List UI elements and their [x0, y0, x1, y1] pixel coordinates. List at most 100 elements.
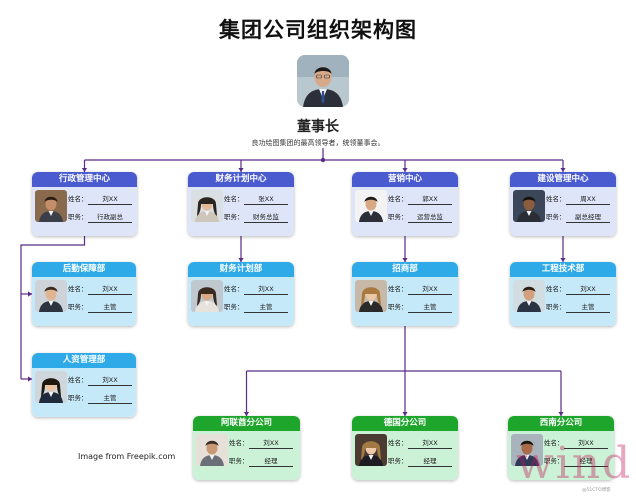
name-label: 姓名：	[388, 439, 408, 447]
role-label: 职务：	[388, 213, 408, 221]
arrow-head	[402, 258, 408, 262]
arrow-head	[560, 258, 566, 262]
name-label: 姓名：	[224, 195, 244, 203]
chart-title: 集团公司组织架构图	[219, 18, 417, 42]
person-name: 刘XX	[566, 283, 610, 295]
dept-title: 工程技术部	[510, 262, 616, 277]
dept-title: 营销中心	[352, 172, 458, 187]
chairman-title: 董事长	[297, 119, 339, 135]
role-label: 职务：	[68, 213, 88, 221]
dept-card-southwest: 西南分公司 姓名：刘XX 职务：经理	[508, 416, 614, 480]
role-row: 职务：主管	[68, 392, 132, 404]
person-name: 刘XX	[408, 283, 452, 295]
person-name: 刘XX	[88, 374, 132, 386]
dept-title: 财务计划中心	[188, 172, 294, 187]
person-role: 经理	[564, 455, 608, 467]
person-photo	[35, 190, 67, 222]
name-row: 姓名：刘XX	[388, 437, 452, 449]
arrow-head	[81, 168, 88, 172]
dept-card-engineering: 工程技术部 姓名：刘XX 职务：主管	[510, 262, 616, 326]
name-row: 姓名：刘XX	[68, 193, 132, 205]
dept-body: 姓名：刘XX 职务：主管	[32, 368, 136, 417]
person-photo	[35, 280, 67, 312]
person-role: 经理	[408, 455, 452, 467]
person-role: 财务总监	[244, 211, 288, 223]
role-label: 职务：	[546, 303, 566, 311]
role-row: 职务：主管	[68, 301, 132, 313]
chairman-description: 良功绘图集团的最高领导者，统领董事会。	[251, 139, 385, 147]
person-name: 刘XX	[244, 283, 288, 295]
arrow-head	[238, 168, 244, 172]
arrow-head	[560, 168, 566, 172]
person-role: 副总经理	[566, 211, 610, 223]
dept-title: 建设管理中心	[510, 172, 616, 187]
dept-card-finplan: 财务计划部 姓名：刘XX 职务：主管	[188, 262, 294, 326]
dept-body: 姓名：刘XX 职务：主管	[510, 277, 616, 326]
person-photo	[355, 280, 387, 312]
name-label: 姓名：	[68, 285, 88, 293]
dept-body: 姓名：刘XX 职务：经理	[508, 431, 614, 480]
person-name: 刘XX	[564, 437, 608, 449]
role-row: 职务：运营总监	[388, 211, 452, 223]
arrow-head	[243, 412, 250, 416]
role-row: 职务：主管	[224, 301, 288, 313]
name-row: 姓名：张XX	[224, 193, 288, 205]
dept-title: 行政管理中心	[32, 172, 137, 187]
person-photo	[191, 190, 223, 222]
arrow-head	[402, 412, 408, 416]
name-label: 姓名：	[68, 195, 88, 203]
dept-card-finance: 财务计划中心 姓名：张XX 职务：财务总监	[188, 172, 294, 236]
dept-title: 财务计划部	[188, 262, 294, 277]
dept-body: 姓名：刘XX 职务：主管	[188, 277, 294, 326]
dept-card-bizdev: 招商部 姓名：刘XX 职务：主管	[352, 262, 458, 326]
name-row: 姓名：刘XX	[544, 437, 608, 449]
name-row: 姓名：刘XX	[68, 374, 132, 386]
name-row: 姓名：郭XX	[388, 193, 452, 205]
person-photo	[513, 280, 545, 312]
person-name: 刘XX	[249, 437, 293, 449]
person-role: 运营总监	[408, 211, 452, 223]
name-row: 姓名：刘XX	[224, 283, 288, 295]
dept-body: 姓名：周XX 职务：副总经理	[510, 187, 616, 236]
dept-title: 西南分公司	[508, 416, 614, 431]
arrow-head	[238, 258, 244, 262]
role-row: 职务：副总经理	[546, 211, 610, 223]
dept-body: 姓名：张XX 职务：财务总监	[188, 187, 294, 236]
person-role: 主管	[408, 301, 452, 313]
name-label: 姓名：	[68, 376, 88, 384]
dept-body: 姓名：刘XX 职务：主管	[352, 277, 458, 326]
person-role: 主管	[88, 301, 132, 313]
dept-title: 招商部	[352, 262, 458, 277]
person-name: 刘XX	[88, 193, 132, 205]
person-name: 周XX	[566, 193, 610, 205]
person-photo	[355, 434, 387, 466]
dept-body: 姓名：刘XX 职务：主管	[32, 277, 136, 326]
dept-card-hr: 人资管理部 姓名：刘XX 职务：主管	[32, 353, 136, 417]
role-label: 职务：	[229, 457, 249, 465]
name-row: 姓名：刘XX	[68, 283, 132, 295]
role-row: 职务：主管	[546, 301, 610, 313]
dept-body: 姓名：刘XX 职务：行政副总	[32, 187, 137, 236]
person-photo	[191, 280, 223, 312]
person-name: 张XX	[244, 193, 288, 205]
name-label: 姓名：	[388, 195, 408, 203]
person-photo	[513, 190, 545, 222]
image-credit: Image from Freepik.com	[78, 452, 176, 461]
arrow-head	[402, 168, 408, 172]
role-row: 职务：财务总监	[224, 211, 288, 223]
name-label: 姓名：	[224, 285, 244, 293]
name-row: 姓名：刘XX	[388, 283, 452, 295]
role-row: 职务：经理	[388, 455, 452, 467]
dept-card-uae: 阿联酋分公司 姓名：刘XX 职务：经理	[193, 416, 300, 480]
dept-body: 姓名：郭XX 职务：运营总监	[352, 187, 458, 236]
admin-branch	[20, 236, 86, 379]
role-row: 职务：经理	[544, 455, 608, 467]
name-label: 姓名：	[229, 439, 249, 447]
chairman-photo	[297, 55, 349, 107]
person-name: 刘XX	[88, 283, 132, 295]
name-row: 姓名：刘XX	[546, 283, 610, 295]
dept-card-admin: 行政管理中心 姓名：刘XX 职务：行政副总	[32, 172, 137, 236]
person-photo	[511, 434, 543, 466]
name-label: 姓名：	[544, 439, 564, 447]
